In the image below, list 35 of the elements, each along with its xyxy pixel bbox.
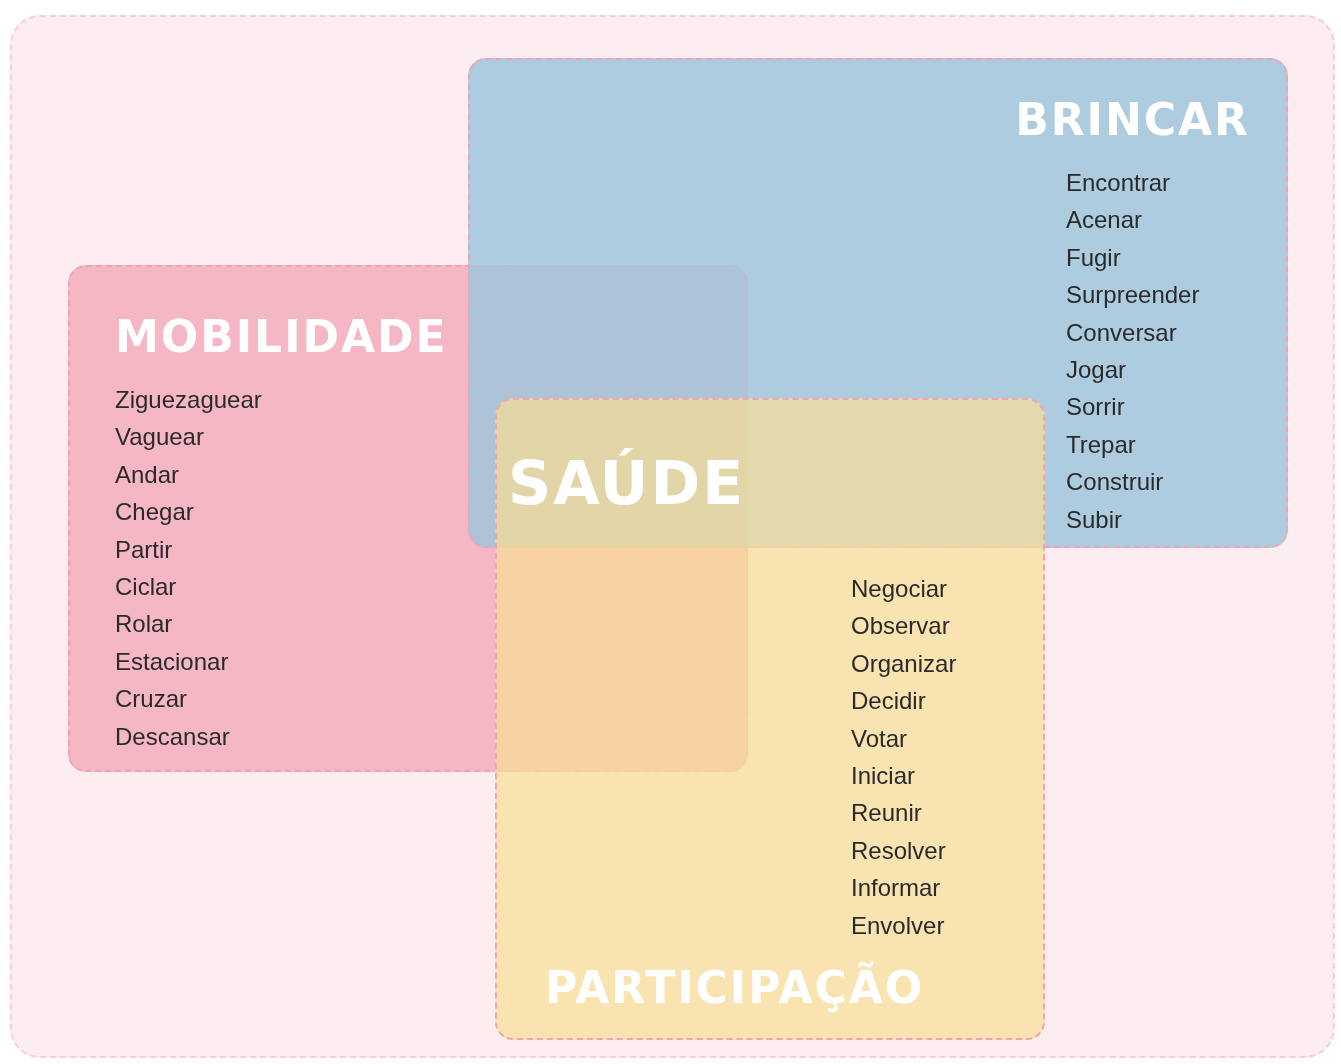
- center-label: SAÚDE: [508, 448, 746, 518]
- list-item: Trepar: [1066, 429, 1136, 460]
- list-item: Acenar: [1066, 205, 1143, 236]
- list-item: Observar: [851, 611, 950, 642]
- list-item: Votar: [851, 723, 908, 754]
- list-item: Reunir: [851, 798, 922, 829]
- list-item: Chegar: [115, 497, 194, 528]
- region-title: BRINCAR: [1015, 94, 1250, 146]
- region-title: PARTICIPAÇÃO: [545, 962, 925, 1014]
- list-item: Jogar: [1066, 355, 1127, 385]
- list-item: Subir: [1066, 504, 1123, 535]
- list-item: Envolver: [851, 910, 945, 941]
- list-item: Estacionar: [115, 646, 229, 677]
- list-item: Sorrir: [1066, 392, 1125, 423]
- region-title: MOBILIDADE: [115, 311, 448, 363]
- list-item: Iniciar: [851, 761, 916, 791]
- list-item: Cruzar: [115, 684, 187, 715]
- list-item: Andar: [115, 459, 180, 490]
- list-item: Partir: [115, 534, 173, 565]
- list-item: Vaguear: [115, 422, 204, 453]
- list-item: Fugir: [1066, 242, 1121, 273]
- list-item: Informar: [851, 873, 941, 904]
- list-item: Organizar: [851, 648, 957, 679]
- list-item: Construir: [1066, 467, 1164, 498]
- list-item: Negociar: [851, 574, 948, 604]
- list-item: Decidir: [851, 686, 926, 717]
- list-item: Encontrar: [1066, 168, 1171, 198]
- list-item: Rolar: [115, 609, 173, 640]
- list-item: Surpreender: [1066, 280, 1200, 311]
- list-item: Descansar: [115, 721, 230, 752]
- list-item: Ciclar: [115, 572, 177, 602]
- list-item: Conversar: [1066, 317, 1177, 348]
- list-item: Ziguezaguear: [115, 385, 262, 415]
- region-box: [495, 398, 1045, 1040]
- list-item: Resolver: [851, 835, 946, 866]
